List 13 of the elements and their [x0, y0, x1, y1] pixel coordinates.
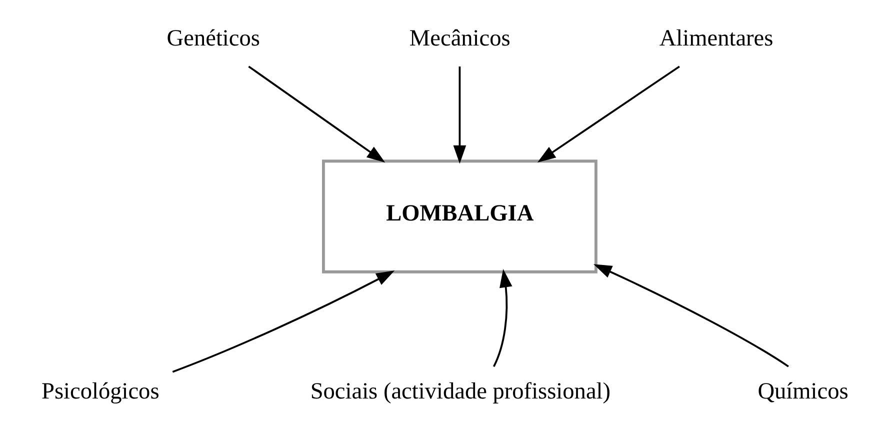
node-text: Genéticos [166, 26, 260, 52]
arrow [492, 269, 512, 367]
arrow [536, 66, 680, 163]
arrow [592, 264, 788, 368]
arrow [452, 66, 466, 164]
node-text: Químicos [757, 378, 848, 404]
node-text: Mecânicos [408, 26, 510, 52]
node-text: Sociais (actividade profissional) [310, 378, 610, 404]
node-text: Psicológicos [40, 378, 159, 404]
node-text: Alimentares [658, 26, 773, 52]
arrow [172, 270, 394, 373]
arrow [248, 66, 385, 163]
node-box: LOMBALGIA [322, 160, 597, 274]
